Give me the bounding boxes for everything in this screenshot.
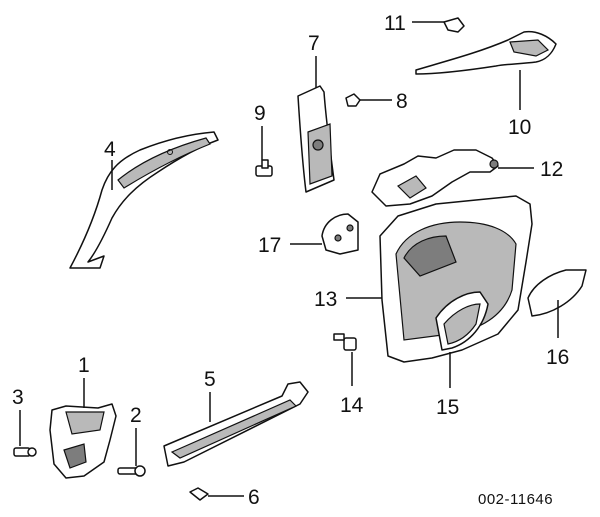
callout-8: 8 <box>396 90 408 113</box>
part-8-clip <box>345 93 361 107</box>
leader-lines <box>19 21 559 497</box>
part-4-pillar-trim <box>69 131 219 269</box>
callout-4: 4 <box>104 138 116 161</box>
reference-code: 002-11646 <box>478 491 553 508</box>
part-3-screw <box>13 447 37 457</box>
part-1-lower-trim <box>49 403 117 479</box>
part-7-pillar-trim <box>297 85 335 193</box>
callout-7: 7 <box>308 32 320 55</box>
part-5-sill-plate <box>163 381 309 467</box>
callout-11: 11 <box>384 12 406 35</box>
part-16-trim-cover <box>527 269 587 317</box>
callout-9: 9 <box>254 102 266 125</box>
callout-12: 12 <box>540 158 563 181</box>
part-2-push-pin <box>117 465 146 477</box>
part-12-quarter-upper-trim <box>371 149 499 207</box>
part-6-clip <box>189 487 209 501</box>
callout-labels: 1 2 3 4 5 6 7 8 9 10 11 12 13 14 15 16 1… <box>12 12 569 509</box>
part-15-insert <box>435 291 489 351</box>
part-10-roof-rail <box>415 30 557 75</box>
callout-6: 6 <box>248 486 260 509</box>
part-9-bolt <box>255 159 273 177</box>
callout-16: 16 <box>546 346 569 369</box>
callout-13: 13 <box>314 288 337 311</box>
callout-14: 14 <box>340 394 364 417</box>
callout-15: 15 <box>436 396 459 419</box>
callout-17: 17 <box>258 234 281 257</box>
callout-1: 1 <box>78 354 90 377</box>
part-17-round-cover <box>321 213 359 255</box>
part-11-bracket <box>443 17 465 33</box>
callout-5: 5 <box>204 368 216 391</box>
callout-10: 10 <box>508 116 531 139</box>
part-14-fastener <box>333 333 357 351</box>
callout-3: 3 <box>12 386 24 409</box>
callout-2: 2 <box>130 404 142 427</box>
